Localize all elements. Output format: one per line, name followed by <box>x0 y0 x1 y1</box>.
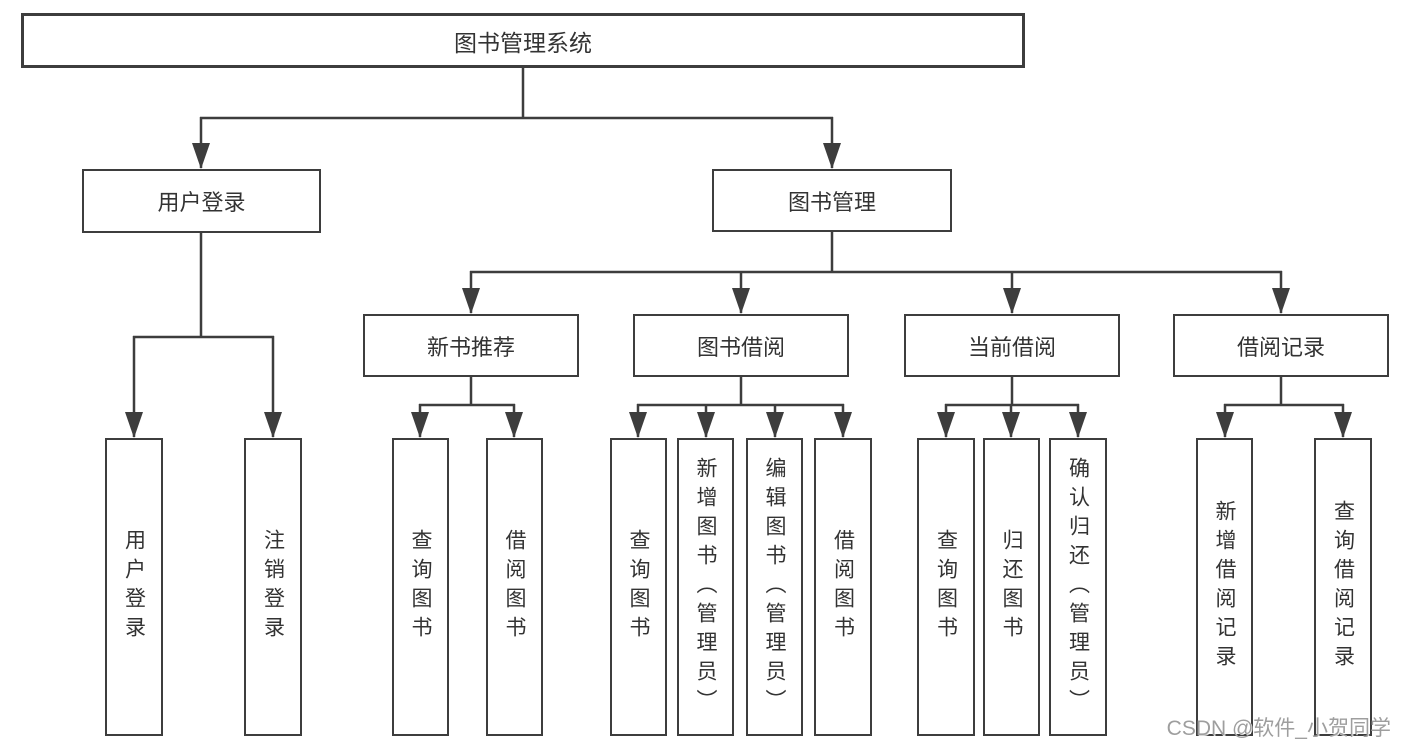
node-book-management-branch: 图书管理 <box>712 169 952 232</box>
leaf-borrow-books: 借阅图书 <box>814 438 872 736</box>
node-book-borrow: 图书借阅 <box>633 314 849 377</box>
node-user-login-branch: 用户登录 <box>82 169 321 233</box>
leaf-borrow-books-recommend: 借阅图书 <box>486 438 543 736</box>
node-root-library-system: 图书管理系统 <box>21 13 1025 68</box>
leaf-query-borrow-record: 查询借阅记录 <box>1314 438 1372 736</box>
node-new-book-recommend: 新书推荐 <box>363 314 579 377</box>
leaf-query-books-borrow: 查询图书 <box>610 438 667 736</box>
leaf-user-login: 用户登录 <box>105 438 163 736</box>
leaf-add-books-admin: 新增图书（管理员） <box>677 438 734 736</box>
node-borrow-records: 借阅记录 <box>1173 314 1389 377</box>
leaf-logout: 注销登录 <box>244 438 302 736</box>
leaf-return-books: 归还图书 <box>983 438 1040 736</box>
leaf-query-books-recommend: 查询图书 <box>392 438 449 736</box>
leaf-confirm-return-admin: 确认归还（管理员） <box>1049 438 1107 736</box>
node-current-borrow: 当前借阅 <box>904 314 1120 377</box>
leaf-add-borrow-record: 新增借阅记录 <box>1196 438 1253 736</box>
leaf-query-books-current: 查询图书 <box>917 438 975 736</box>
csdn-watermark: CSDN @软件_小贺同学 <box>1166 717 1391 740</box>
leaf-edit-books-admin: 编辑图书（管理员） <box>746 438 803 736</box>
